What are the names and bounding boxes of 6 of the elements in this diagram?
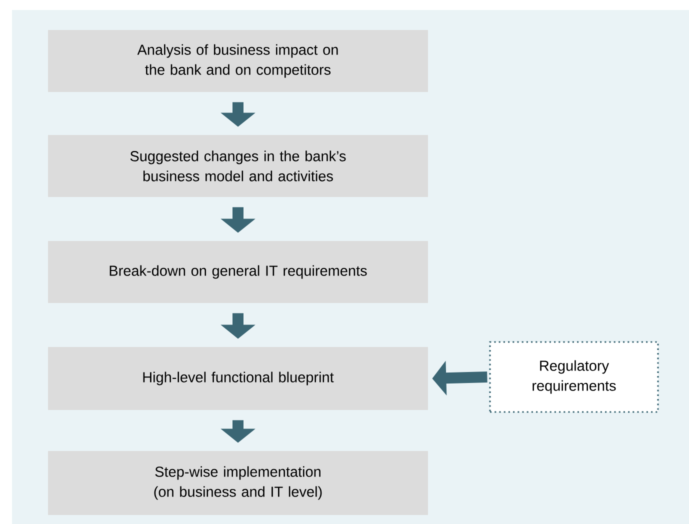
process-box: High-level functional blueprint <box>48 347 428 410</box>
process-box: Analysis of business impact on the bank and on competitors <box>48 30 428 92</box>
process-box: Step-wise implementation (on business and IT level) <box>48 451 428 515</box>
input-box: Regulatory requirements <box>489 341 659 413</box>
process-box: Break-down on general IT requirements <box>48 241 428 303</box>
process-box: Suggested changes in the bank’s business model and activities <box>48 135 428 197</box>
